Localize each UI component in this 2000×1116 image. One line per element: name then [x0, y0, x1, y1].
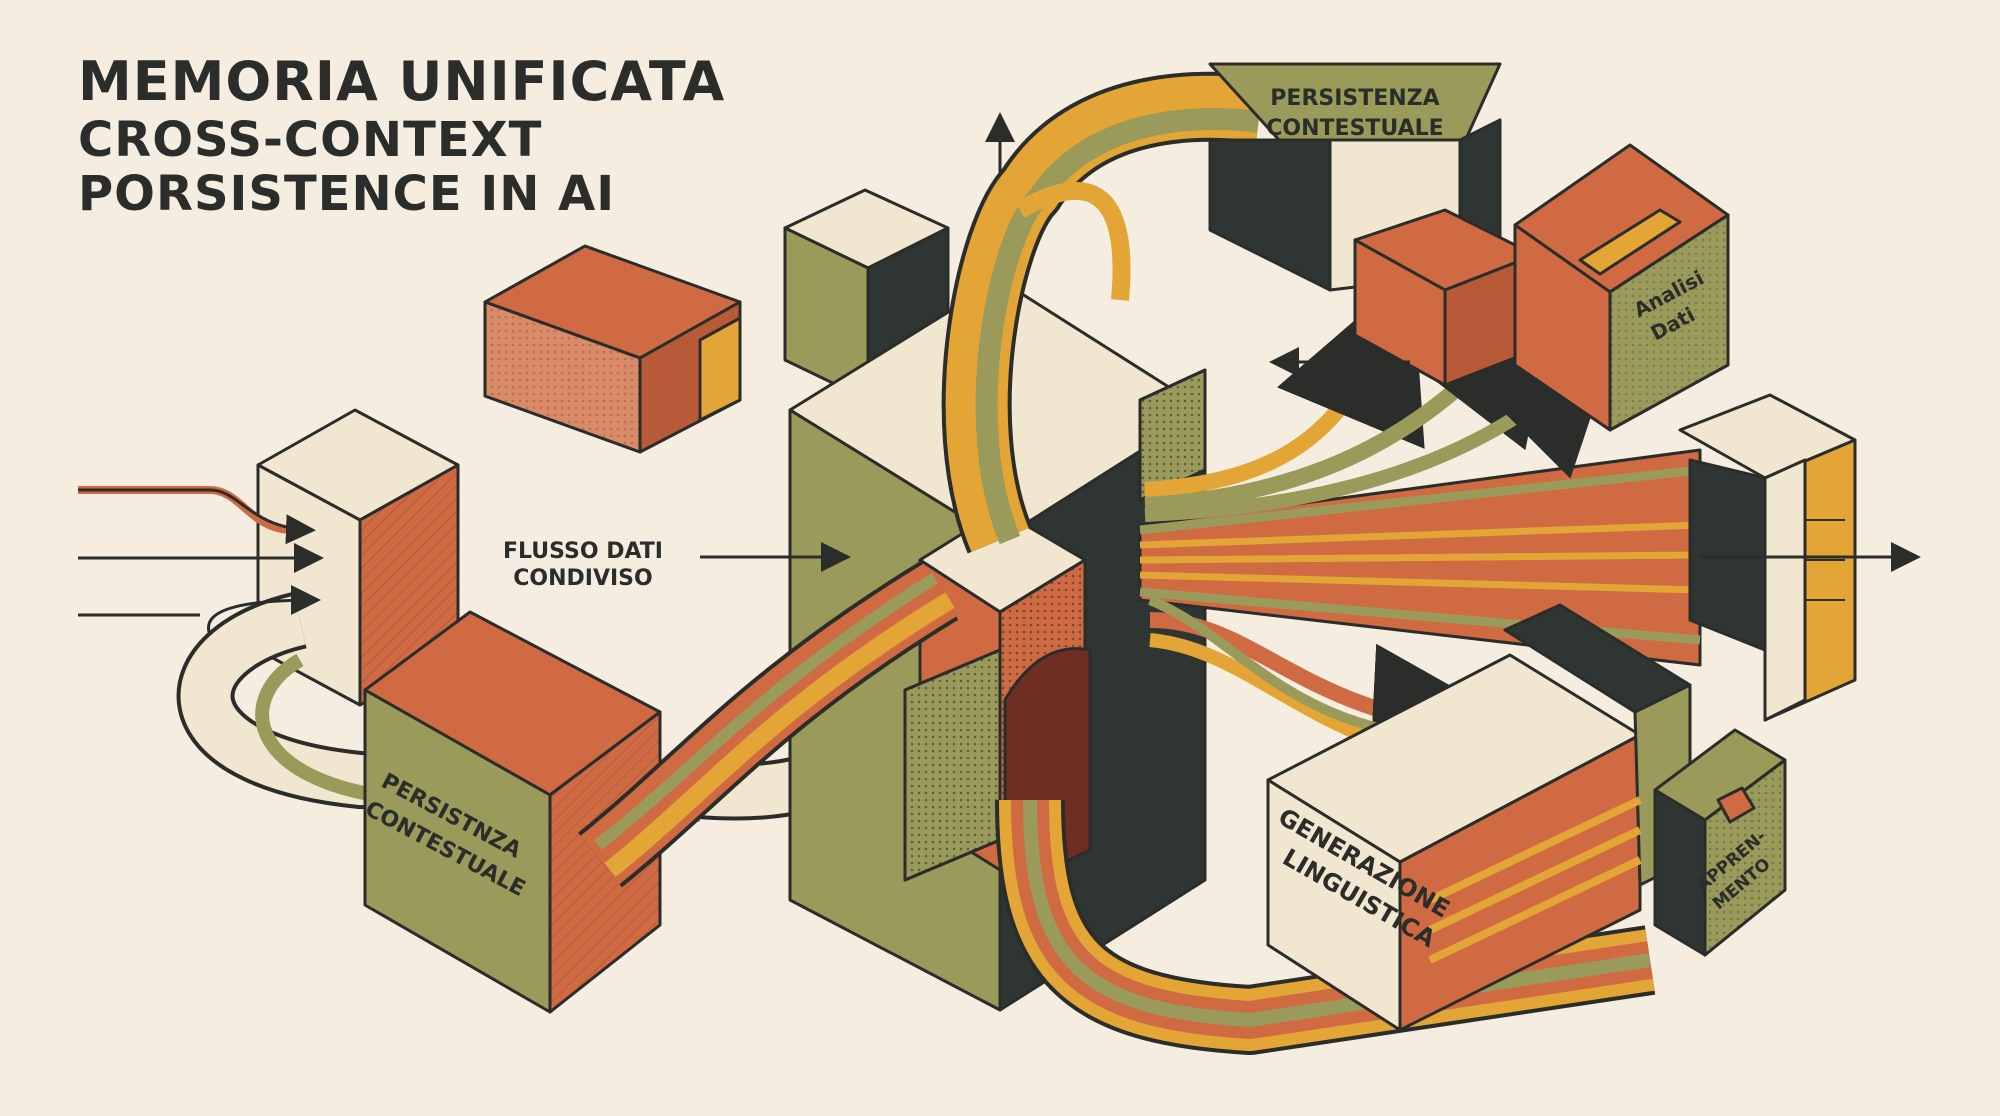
output-cube	[1678, 393, 1857, 722]
flusso-dati-label-2: CONDIVISO	[513, 566, 652, 591]
title-line-2: CROSS-CONTEXT	[78, 112, 543, 168]
upper-left-beam	[483, 244, 742, 454]
persistenza-top-label-1: PERSISTENZA	[1270, 86, 1439, 111]
generazione-box	[1266, 603, 1692, 1032]
title-line-3: PORSISTENCE IN AI	[78, 166, 616, 222]
red-cube	[1353, 208, 1537, 387]
persistenza-top-label-2: CONTESTUALE	[1266, 116, 1443, 141]
input-arrows	[78, 486, 324, 636]
title-line-1: MEMORIA UNIFICATA	[78, 50, 726, 113]
apprendimento-tile	[1653, 728, 1787, 957]
analisi-dati-cube	[1513, 143, 1730, 432]
flusso-dati-label-1: FLUSSO DATI	[503, 539, 663, 564]
